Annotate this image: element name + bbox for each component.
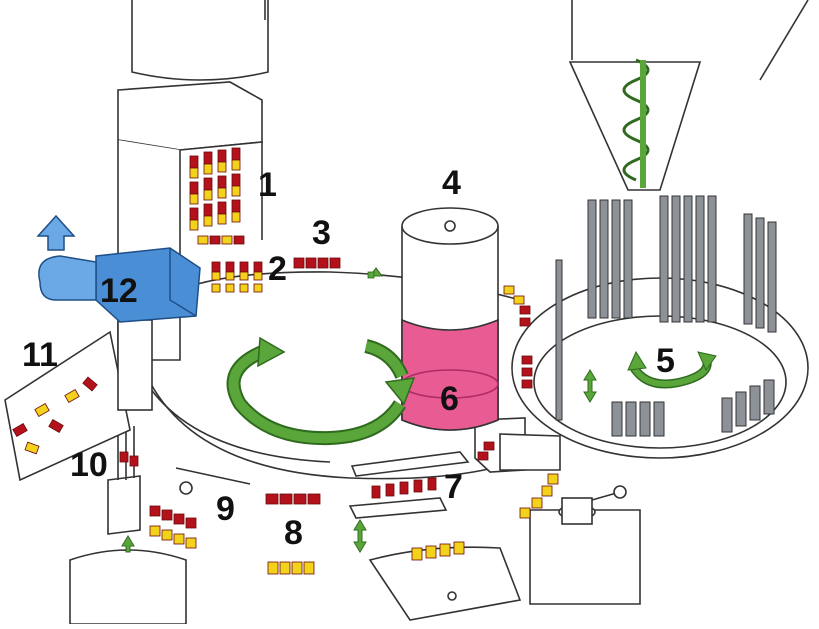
powder-funnel (568, 61, 702, 191)
tamping-pin-group-left (587, 199, 633, 319)
capsule-stack-hopper (189, 147, 241, 231)
station-label-4: 4 (442, 164, 461, 202)
guide-rod (555, 259, 563, 421)
motor-cylinder (561, 497, 593, 525)
station-label-3: 3 (312, 214, 331, 252)
station-label-10: 10 (70, 446, 108, 484)
tamping-pins (555, 195, 777, 437)
station-label-9: 9 (216, 490, 235, 528)
capsule-column-dosing (503, 285, 533, 389)
station-label-11: 11 (22, 336, 58, 374)
machine-outline (4, 0, 809, 625)
capsule-row-separation (293, 257, 341, 269)
capsule-row-discharge (149, 505, 197, 549)
lower-base (368, 546, 522, 621)
capsule-row-closing (371, 441, 495, 499)
capsule-hopper (117, 81, 263, 151)
station-label-6: 6 (440, 380, 459, 418)
separation-plate (350, 451, 470, 477)
vertical-motion-arrow-icon (121, 267, 597, 553)
capsules (12, 147, 559, 575)
rotation-arrow-icon (226, 336, 416, 446)
tamping-pin-group-right (743, 213, 777, 333)
station-label-12: 12 (100, 272, 138, 310)
capsule-chute (12, 376, 98, 455)
capsule-row-rectification (197, 235, 263, 293)
turret-table-front (139, 359, 521, 480)
dosing-rotation-arrow-icon (627, 350, 717, 389)
tamping-pin-group-center (659, 195, 717, 323)
station-label-8: 8 (284, 514, 303, 552)
capsule-row-ejection (265, 493, 321, 575)
upper-column (131, 0, 269, 81)
drive-box (529, 509, 641, 605)
ejection-unit (107, 475, 141, 535)
capsule-ejection-column (119, 451, 139, 467)
liquid-dosing-cylinder (401, 207, 499, 431)
vacuum-column (117, 319, 153, 411)
station-labels: 1 2 3 4 5 6 7 8 9 10 11 12 (22, 164, 675, 552)
discharge-chute (4, 330, 131, 482)
station-label-2: 2 (268, 250, 287, 288)
short-pins (611, 379, 775, 437)
exhaust-arrow-icon (36, 214, 76, 251)
auger-screw (622, 58, 650, 188)
capsule-row-right (519, 473, 559, 519)
vacuum-motor (38, 247, 201, 323)
capsule-row-base (411, 541, 465, 561)
station-label-7: 7 (444, 468, 463, 506)
station-label-1: 1 (258, 166, 277, 204)
ejection-pedestal (69, 549, 187, 625)
station-label-5: 5 (656, 342, 675, 380)
fluid-reservoir (401, 318, 499, 431)
